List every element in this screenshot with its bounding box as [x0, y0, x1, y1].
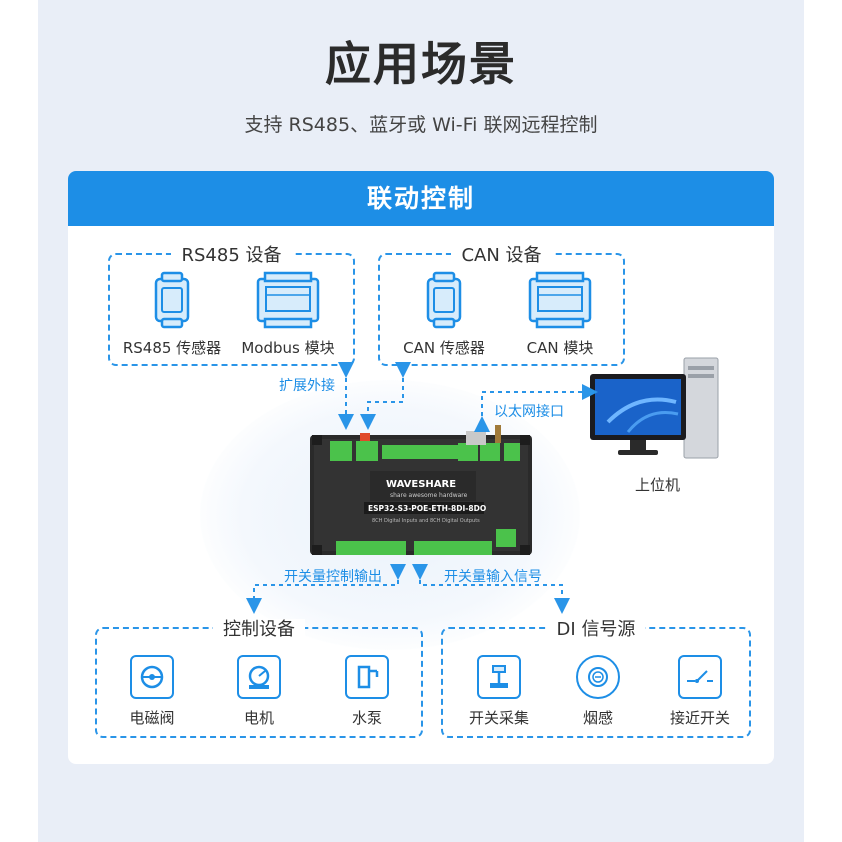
- device-desc-text: 8CH Digital Inputs and 8CH Digital Outpu…: [372, 518, 480, 524]
- control-devices-group: 控制设备 电磁阀 电机 水泵: [92, 619, 423, 738]
- smoke-detector-item: 烟感: [538, 655, 658, 728]
- control-group-title: 控制设备: [213, 619, 305, 640]
- solenoid-valve-item: 电磁阀: [92, 655, 212, 728]
- motor-label: 电机: [243, 709, 274, 727]
- module-icon: [256, 271, 320, 329]
- sensor-icon: [154, 271, 190, 329]
- digital-input-annotation: 开关量输入信号: [444, 569, 542, 585]
- page-title: 应用场景: [325, 37, 517, 91]
- proximity-switch-icon: [678, 655, 722, 699]
- proximity-switch-item: 接近开关: [640, 655, 760, 728]
- desktop-pc-icon: [590, 357, 719, 459]
- sensor-icon: [426, 271, 462, 329]
- can-sensor-item: CAN 传感器: [384, 271, 504, 358]
- can-devices-group: CAN 设备 CAN 传感器 CAN 模块: [378, 245, 625, 366]
- can-module-label: CAN 模块: [526, 339, 594, 357]
- solenoid-valve-icon: [130, 655, 174, 699]
- module-icon: [528, 271, 592, 329]
- motor-icon: [237, 655, 281, 699]
- device-slogan-text: share awesome hardware: [390, 492, 468, 499]
- esp32-controller-device: WAVESHARE share awesome hardware ESP32-S…: [310, 425, 532, 555]
- proximity-switch-label: 接近开关: [669, 709, 730, 727]
- solenoid-valve-label: 电磁阀: [129, 709, 175, 727]
- rs485-group-title: RS485 设备: [171, 245, 292, 266]
- switch-collect-item: 开关采集: [439, 655, 559, 728]
- digital-output-annotation: 开关量控制输出: [284, 569, 382, 585]
- switch-collect-icon: [477, 655, 521, 699]
- modbus-module-label: Modbus 模块: [241, 339, 335, 357]
- ethernet-annotation: 以太网接口: [494, 404, 564, 420]
- can-module-item: CAN 模块: [500, 271, 620, 358]
- can-group-title: CAN 设备: [451, 245, 552, 266]
- can-sensor-label: CAN 传感器: [403, 339, 485, 357]
- device-brand-text: WAVESHARE: [386, 479, 456, 490]
- water-pump-icon: [345, 655, 389, 699]
- switch-collect-label: 开关采集: [468, 709, 529, 727]
- device-model-text: ESP32-S3-POE-ETH-8DI-8DO: [368, 504, 486, 513]
- rs485-devices-group: RS485 设备 RS485 传感器 Modbus 模块: [108, 245, 355, 366]
- rs485-sensor-label: RS485 传感器: [122, 339, 222, 357]
- rs485-sensor-item: RS485 传感器: [112, 271, 232, 358]
- water-pump-label: 水泵: [351, 709, 382, 727]
- card-header: 联动控制: [68, 171, 774, 226]
- di-group-title: DI 信号源: [546, 619, 646, 640]
- expand-annotation: 扩展外接: [279, 378, 335, 394]
- smoke-detector-icon: [576, 655, 620, 699]
- motor-item: 电机: [199, 655, 319, 728]
- modbus-module-item: Modbus 模块: [228, 271, 348, 358]
- page-subtitle: 支持 RS485、蓝牙或 Wi-Fi 联网远程控制: [244, 114, 598, 136]
- water-pump-item: 水泵: [307, 655, 427, 728]
- smoke-detector-label: 烟感: [582, 709, 613, 727]
- pc-label: 上位机: [635, 476, 681, 494]
- di-signal-group: DI 信号源 开关采集 烟感 接近开关: [439, 619, 751, 738]
